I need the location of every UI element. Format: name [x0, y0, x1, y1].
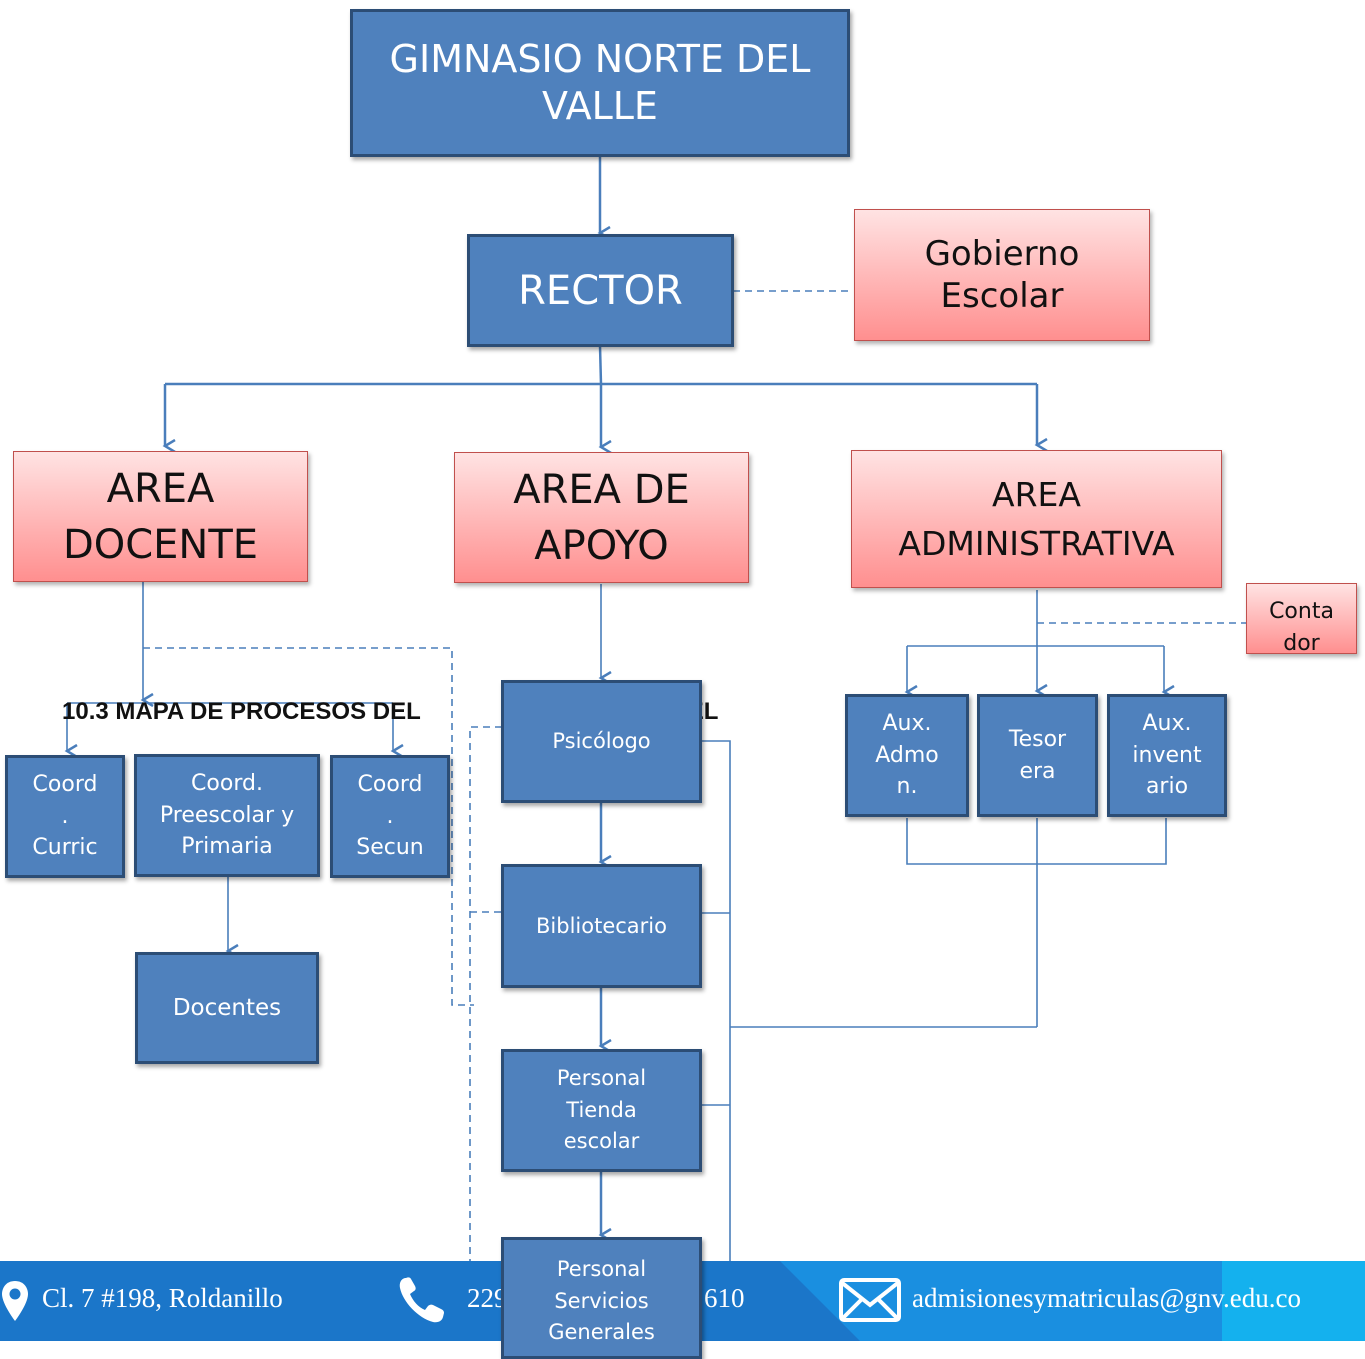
envelope-icon: [839, 1278, 901, 1322]
node-tesoreria: Tesor era: [977, 694, 1098, 817]
node-coord-preescolar: Coord. Preescolar y Primaria: [134, 754, 320, 877]
node-area-docente: AREA DOCENTE: [13, 451, 308, 582]
footer-phone-end[interactable]: 610: [704, 1283, 745, 1313]
footer-band-dark: [0, 1261, 860, 1341]
node-rector: RECTOR: [467, 234, 734, 347]
node-bibliotecario: Bibliotecario: [501, 864, 702, 988]
node-aux-admon: Aux. Admo n.: [845, 694, 969, 817]
heading-left: 10.3 MAPA DE PROCESOS DEL: [62, 698, 421, 725]
node-aux-inventario: Aux. invent ario: [1107, 694, 1227, 817]
node-servicios-generales: Personal Servicios Generales: [501, 1237, 702, 1359]
node-docentes: Docentes: [135, 952, 319, 1064]
location-pin-icon: [2, 1281, 28, 1321]
node-coord-secun: Coord . Secun: [330, 755, 450, 878]
line-rector-down: [598, 345, 603, 385]
node-psicologo: Psicólogo: [501, 680, 702, 803]
bracket-apoyo-right: [702, 740, 731, 1288]
footer-phone-start[interactable]: 229: [467, 1283, 508, 1313]
node-area-apoyo: AREA DE APOYO: [454, 452, 749, 583]
node-coord-curric: Coord . Curric: [5, 755, 125, 878]
footer-band-light: [1222, 1261, 1365, 1341]
footer-address[interactable]: Cl. 7 #198, Roldanillo: [42, 1283, 283, 1313]
dashed-docente-loop: [143, 647, 474, 1006]
node-tienda-escolar: Personal Tienda escolar: [501, 1049, 702, 1172]
node-gimnasio: GIMNASIO NORTE DEL VALLE: [350, 9, 850, 157]
node-contador: Conta dor: [1246, 583, 1357, 654]
dashed-apoyo-loop: [469, 726, 502, 1290]
node-gobierno-escolar: Gobierno Escolar: [854, 209, 1150, 341]
footer-email[interactable]: admisionesymatriculas@gnv.edu.co: [912, 1283, 1302, 1313]
phone-icon: [399, 1277, 444, 1323]
node-area-administrativa: AREA ADMINISTRATIVA: [851, 450, 1222, 588]
